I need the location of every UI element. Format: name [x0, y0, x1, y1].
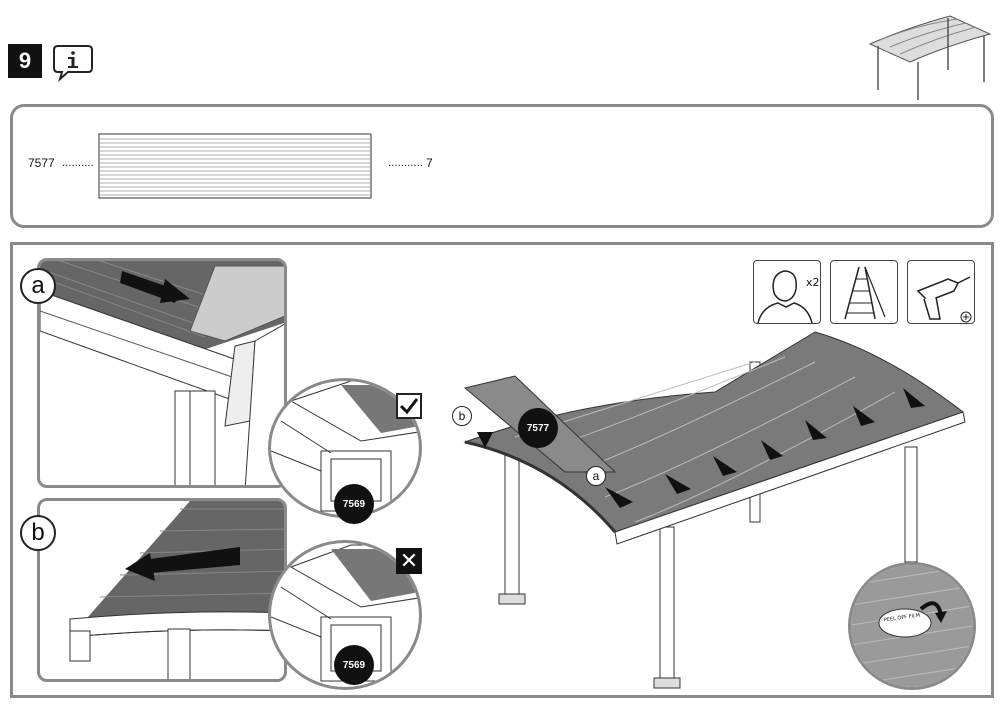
detail-panel-a — [37, 258, 287, 488]
part-badge-7569-bottom: 7569 — [334, 645, 374, 685]
part-leader-dots-right: ........... — [388, 158, 423, 169]
part-quantity: 7 — [426, 156, 433, 170]
detail-label-b: b — [20, 515, 56, 551]
ladder-icon — [830, 260, 898, 324]
polycarbonate-sheet-part — [98, 133, 372, 199]
detail-panel-b — [37, 498, 287, 682]
detail-b-illustration — [69, 501, 284, 679]
carport-thumbnail — [868, 15, 992, 100]
main-label-b: b — [452, 406, 472, 426]
correct-checkmark-icon — [396, 393, 422, 419]
two-person-icon — [753, 260, 821, 324]
detail-a-illustration — [40, 261, 284, 485]
info-icon — [53, 45, 93, 82]
detail-label-a: a — [20, 268, 56, 304]
main-label-a: a — [586, 466, 606, 486]
drill-icon — [907, 260, 975, 324]
part-badge-7569-top: 7569 — [334, 484, 374, 524]
step-number: 9 — [8, 44, 42, 78]
people-count: x2 — [806, 276, 820, 289]
parts-list-box — [10, 104, 994, 228]
assembly-illustration-area — [10, 242, 994, 698]
sheet-badge-7577: 7577 — [518, 408, 558, 448]
incorrect-x-icon: ✕ — [396, 548, 422, 574]
film-peel-zoom — [848, 562, 976, 690]
part-leader-dots-left: .......... — [62, 158, 94, 169]
part-code-7577: 7577 — [28, 156, 55, 170]
